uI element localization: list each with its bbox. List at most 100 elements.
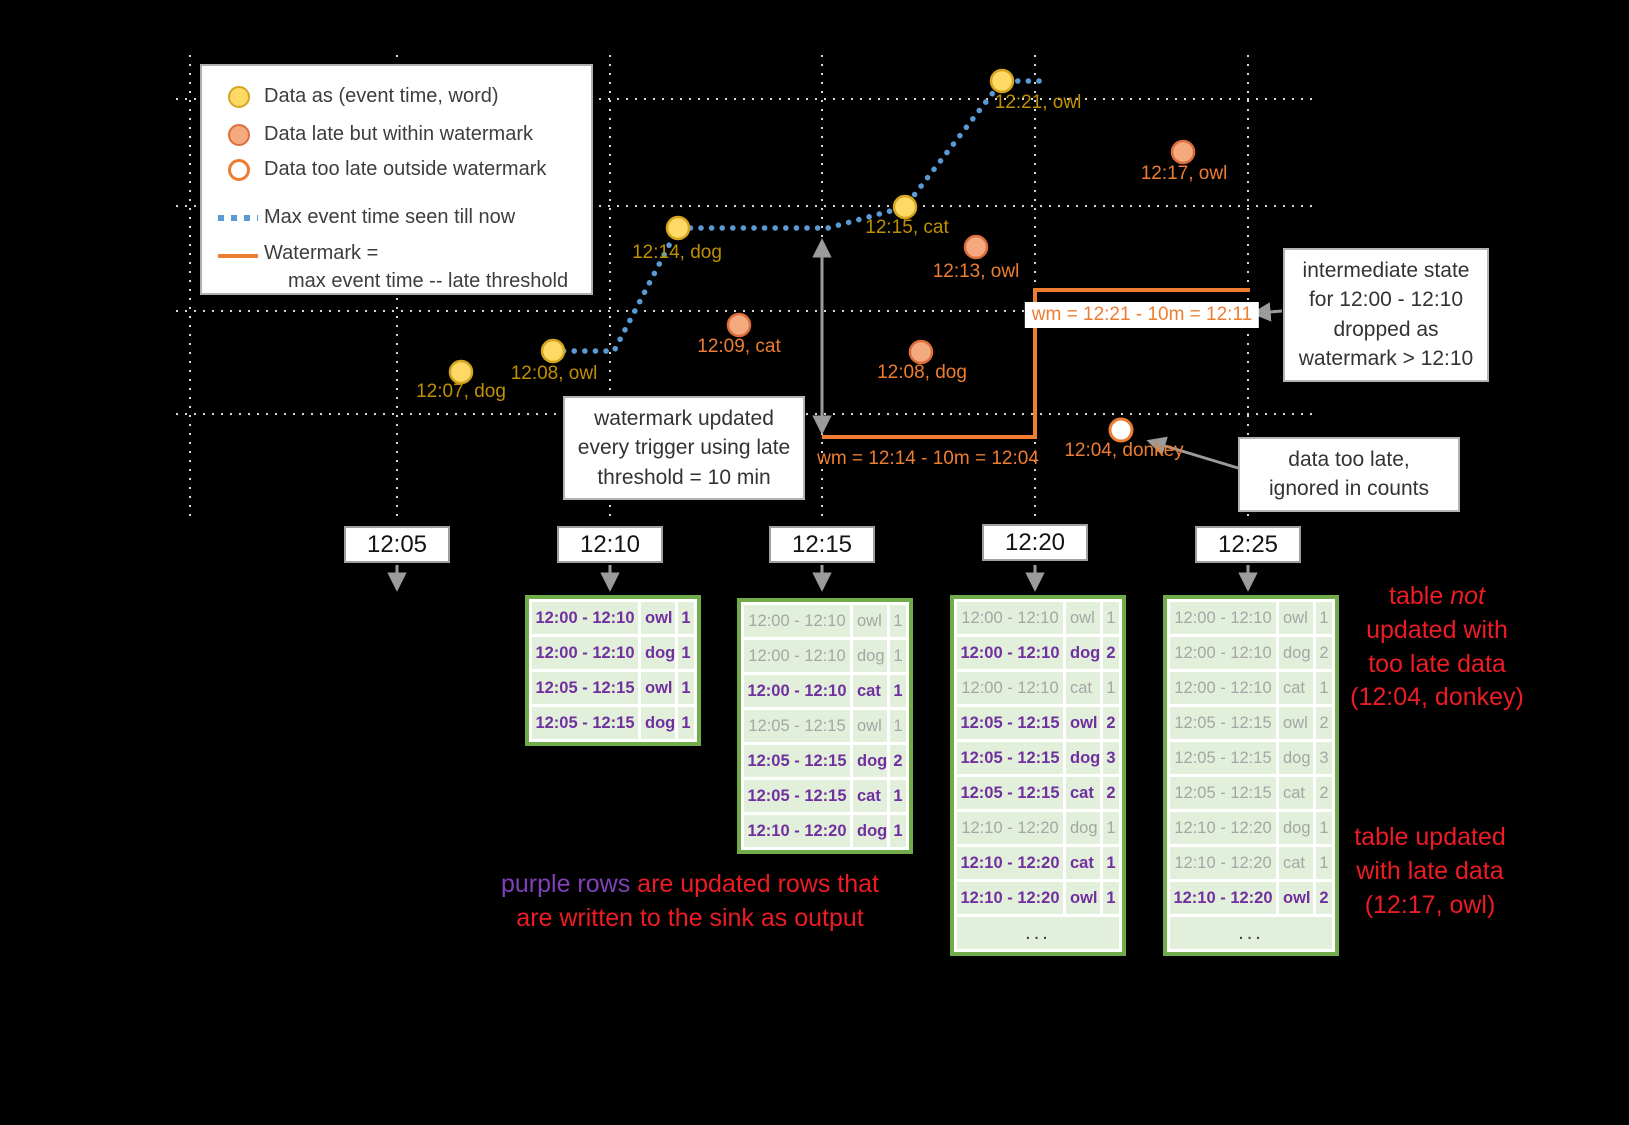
word-cell: owl xyxy=(1279,602,1313,634)
legend-late-label: Data late but within watermark xyxy=(264,123,534,145)
window-cell: 12:00 - 12:10 xyxy=(1170,602,1276,634)
point-label: 12:08, dog xyxy=(877,362,967,383)
table-ellipsis-row: ... xyxy=(957,917,1119,949)
table-row: 12:10 - 12:20 dog 1 xyxy=(957,812,1119,844)
on-time-dot xyxy=(665,215,691,241)
point-label: 12:07, dog xyxy=(416,381,506,402)
on-time-dot xyxy=(540,338,566,364)
table-row: 12:05 - 12:15 dog 1 xyxy=(532,707,694,739)
word-cell: dog xyxy=(853,815,887,847)
point-label: 12:17, owl xyxy=(1140,163,1228,184)
result-table-12-10: 12:00 - 12:10 owl 1 12:00 - 12:10 dog 1 … xyxy=(525,595,701,746)
table-ellipsis-row: ... xyxy=(1170,917,1332,949)
callout-line: watermark updated xyxy=(594,407,774,430)
count-cell: 1 xyxy=(1316,672,1332,704)
callout-line: dropped as xyxy=(1333,317,1439,341)
window-cell: 12:10 - 12:20 xyxy=(1170,882,1276,914)
callout-too-late: data too late, ignored in counts xyxy=(1238,437,1460,512)
count-cell: 1 xyxy=(890,815,906,847)
late-dot xyxy=(963,234,989,260)
table-row: 12:10 - 12:20 owl 1 xyxy=(957,882,1119,914)
not-updated-note-line1: table not xyxy=(1350,580,1524,614)
trigger-time-12-15: 12:15 xyxy=(769,526,875,563)
count-cell: 3 xyxy=(1103,742,1119,774)
count-cell: 1 xyxy=(890,710,906,742)
count-cell: 1 xyxy=(678,602,694,634)
word-cell: cat xyxy=(1066,847,1100,879)
result-table-12-20: 12:00 - 12:10 owl 1 12:00 - 12:10 dog 2 … xyxy=(950,595,1126,956)
max-event-time-line xyxy=(550,78,1049,354)
on-time-dot-icon xyxy=(228,86,250,108)
word-cell: dog xyxy=(641,637,675,669)
table-row: 12:00 - 12:10 owl 1 xyxy=(532,602,694,634)
legend-too-late-label: Data too late outside watermark xyxy=(264,158,547,180)
late-dot xyxy=(726,312,752,338)
on-time-dot xyxy=(448,359,474,385)
point-label: 12:15, cat xyxy=(865,217,949,238)
count-cell: 2 xyxy=(890,745,906,777)
point-label: 12:14, dog xyxy=(632,242,722,263)
count-cell: 1 xyxy=(1103,847,1119,879)
not-updated-note-line2: updated with xyxy=(1366,615,1508,644)
count-cell: 1 xyxy=(1103,602,1119,634)
count-cell: 1 xyxy=(1316,812,1332,844)
count-cell: 2 xyxy=(1316,777,1332,809)
count-cell: 1 xyxy=(1103,812,1119,844)
table-row: 12:05 - 12:15 owl 2 xyxy=(1170,707,1332,739)
callout-line: intermediate state xyxy=(1302,259,1470,282)
window-cell: 12:10 - 12:20 xyxy=(957,812,1063,844)
count-cell: 1 xyxy=(678,707,694,739)
table-row: 12:05 - 12:15 owl 1 xyxy=(532,672,694,704)
watermark-value-label-2: wm = 12:21 - 10m = 12:11 xyxy=(1024,302,1260,328)
legend-max-event-label: Max event time seen till now xyxy=(264,206,516,228)
window-cell: 12:00 - 12:10 xyxy=(744,605,850,637)
count-cell: 1 xyxy=(678,637,694,669)
callout-watermark-trigger: watermark updated every trigger using la… xyxy=(563,396,805,501)
table-row: 12:00 - 12:10 owl 1 xyxy=(1170,602,1332,634)
late-dot-icon xyxy=(228,124,250,146)
not-updated-note-line3: too late data xyxy=(1368,649,1506,678)
too-late-pointer-arrow xyxy=(1146,436,1239,470)
window-cell: 12:05 - 12:15 xyxy=(957,742,1063,774)
count-cell: 2 xyxy=(1103,637,1119,669)
trigger-time-12-25: 12:25 xyxy=(1195,526,1301,563)
word-cell: dog xyxy=(1279,637,1313,669)
window-cell: 12:00 - 12:10 xyxy=(744,675,850,707)
word-cell: owl xyxy=(641,672,675,704)
word-cell: cat xyxy=(1066,672,1100,704)
table-row: 12:05 - 12:15 dog 2 xyxy=(744,745,906,777)
table-row: 12:05 - 12:15 cat 2 xyxy=(957,777,1119,809)
table-row: 12:05 - 12:15 dog 3 xyxy=(1170,742,1332,774)
grid-vline xyxy=(609,55,611,521)
table-row: 12:10 - 12:20 dog 1 xyxy=(1170,812,1332,844)
count-cell: 2 xyxy=(1103,777,1119,809)
window-cell: 12:05 - 12:15 xyxy=(744,710,850,742)
not-updated-note-line4: (12:04, donkey) xyxy=(1350,683,1524,712)
word-cell: cat xyxy=(853,675,887,707)
table-row: 12:10 - 12:20 dog 1 xyxy=(744,815,906,847)
word-cell: dog xyxy=(853,745,887,777)
count-cell: 2 xyxy=(1316,882,1332,914)
window-cell: 12:00 - 12:10 xyxy=(957,602,1063,634)
purple-rows-highlight: purple rows xyxy=(500,870,631,898)
table-row: 12:00 - 12:10 dog 1 xyxy=(744,640,906,672)
table-row: 12:00 - 12:10 owl 1 xyxy=(957,602,1119,634)
count-cell: 1 xyxy=(890,675,906,707)
word-cell: dog xyxy=(1279,812,1313,844)
callout-line: threshold = 10 min xyxy=(597,465,771,489)
window-cell: 12:05 - 12:15 xyxy=(957,707,1063,739)
window-cell: 12:00 - 12:10 xyxy=(1170,637,1276,669)
trigger-time-12-10: 12:10 xyxy=(557,526,663,563)
word-cell: dog xyxy=(853,640,887,672)
point-label: 12:08, owl xyxy=(510,363,598,384)
word-cell: owl xyxy=(1066,882,1100,914)
table-row: 12:00 - 12:10 dog 1 xyxy=(532,637,694,669)
legend-watermark-label-2: max event time -- late threshold xyxy=(288,270,569,292)
state-dropped-pointer-arrow xyxy=(1251,302,1283,322)
word-cell: cat xyxy=(853,780,887,812)
table-row: 12:00 - 12:10 dog 2 xyxy=(957,637,1119,669)
window-cell: 12:10 - 12:20 xyxy=(1170,847,1276,879)
word-cell: dog xyxy=(641,707,675,739)
purple-rows-note: purple rows are updated rows that are wr… xyxy=(501,868,879,936)
